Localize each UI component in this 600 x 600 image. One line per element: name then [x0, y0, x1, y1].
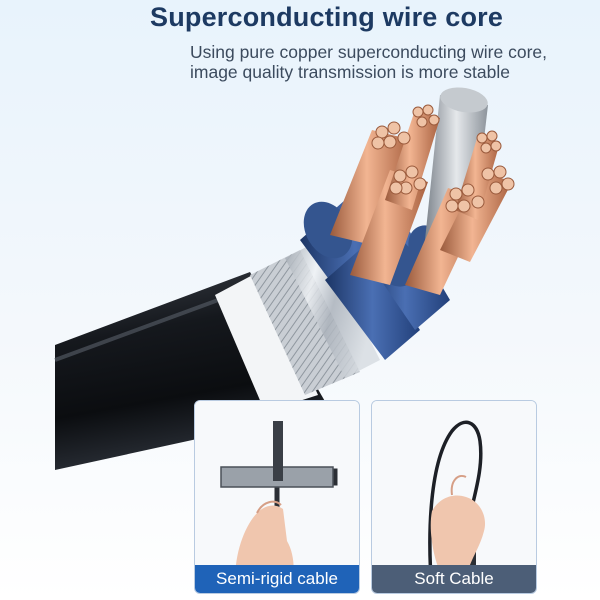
semi-rigid-cable-card: Semi-rigid cable — [194, 400, 360, 594]
braided-shield — [250, 250, 360, 395]
subtitle-line-2: image quality transmission is more stabl… — [190, 62, 510, 82]
copper-strands — [330, 104, 515, 295]
white-band — [215, 270, 318, 412]
subtitle-line-1: Using pure copper superconducting wire c… — [190, 42, 547, 62]
soft-cable-image — [372, 401, 536, 593]
soft-cable-card: Soft Cable — [371, 400, 537, 594]
soft-cable-label: Soft Cable — [372, 565, 536, 593]
page-title: Superconducting wire core — [150, 2, 504, 32]
semi-rigid-cable-image — [195, 401, 359, 593]
semi-rigid-cable-label: Semi-rigid cable — [195, 565, 359, 593]
page-subtitle: Using pure copper superconducting wire c… — [190, 42, 590, 82]
